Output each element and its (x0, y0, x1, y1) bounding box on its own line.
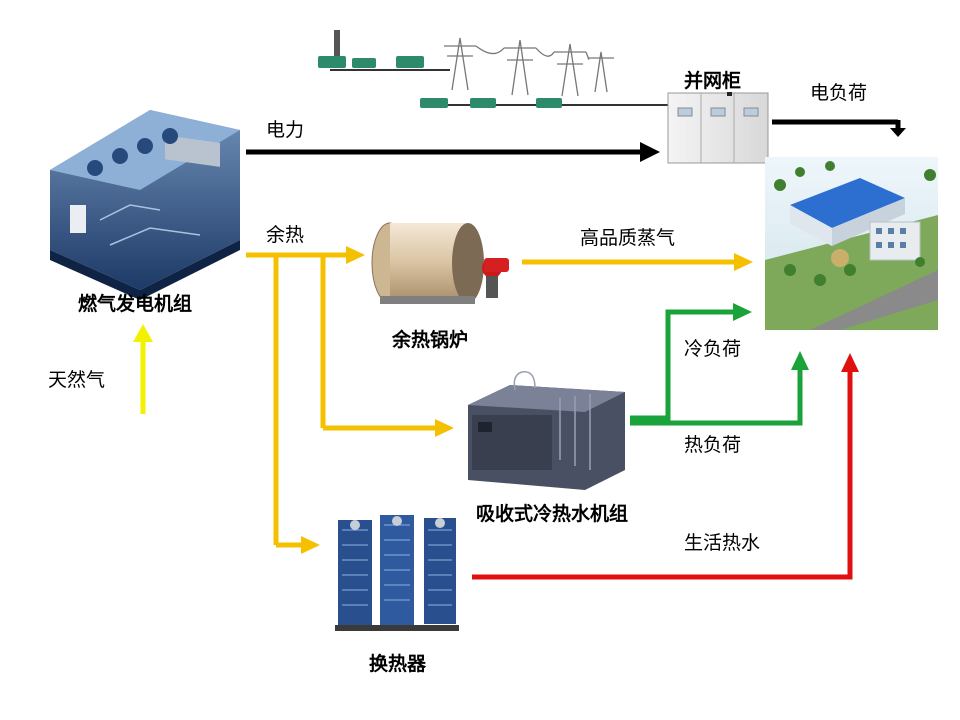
heating-load-label: 热负荷 (684, 434, 742, 456)
electric-load-arrow (772, 119, 906, 137)
natural-gas-label: 天然气 (48, 369, 106, 391)
grid-cabinet-image (667, 92, 769, 164)
heating-load-arrow (630, 351, 809, 426)
heat-exchanger-image (335, 515, 459, 631)
factory-campus-image (765, 157, 938, 330)
hot-water-arrow (472, 353, 859, 580)
power-grid-illustration (318, 30, 670, 108)
boiler-label: 余热锅炉 (392, 329, 469, 351)
waste-heat-arrowheads (301, 246, 454, 554)
waste-heat-arrows (246, 252, 437, 548)
absorption-chiller-image (468, 371, 625, 490)
hot-water-label: 生活热水 (684, 532, 761, 554)
heat-exchanger-label: 换热器 (369, 653, 427, 675)
electric-load-label: 电负荷 (810, 82, 868, 104)
grid-cabinet-label: 并网柜 (684, 70, 742, 92)
boiler-image (371, 222, 509, 304)
steam-label: 高品质蒸气 (580, 227, 676, 249)
steam-flow-arrow (522, 253, 753, 271)
chiller-label: 吸收式冷热水机组 (476, 503, 629, 525)
power-label: 电力 (266, 119, 305, 141)
cooling-load-label: 冷负荷 (684, 338, 742, 360)
generator-image (50, 110, 240, 300)
power-flow-arrow (246, 142, 660, 162)
natural-gas-arrow (133, 324, 153, 414)
cooling-load-arrow (630, 303, 752, 421)
waste-heat-label: 余热 (266, 224, 305, 246)
generator-label: 燃气发电机组 (78, 293, 193, 315)
